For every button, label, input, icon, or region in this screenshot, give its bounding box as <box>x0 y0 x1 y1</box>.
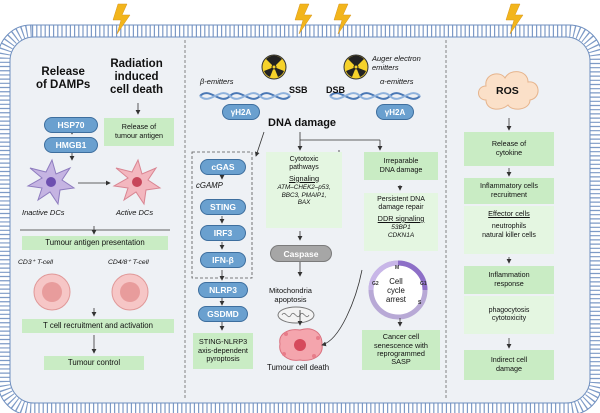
indirect-box: Indirect cell damage <box>464 350 554 380</box>
cell-membrane <box>0 25 600 413</box>
phago-box: phagocytosis cytotoxicity <box>464 296 554 334</box>
cell-cycle-icon <box>368 260 428 320</box>
h2a-left-pill: γH2A <box>222 104 260 120</box>
cytotoxic-label: Cytotoxic pathways <box>289 156 319 172</box>
tumour-death-label: Tumour cell death <box>267 363 330 372</box>
phago-label: phagocytosis cytotoxicity <box>488 306 530 322</box>
damps-title: Release of DAMPs <box>36 66 91 91</box>
t-cell-recruitment-box: T cell recruitment and activation <box>22 319 174 333</box>
nlrp3-pill: NLRP3 <box>198 282 248 298</box>
gsdmd-pill: GSDMD <box>198 306 248 322</box>
hsp70-pill: HSP70 <box>44 117 98 133</box>
ros-label: ROS <box>496 85 519 97</box>
effector-label: Effector cells <box>488 209 530 218</box>
irreparable-box: Irreparable DNA damage <box>364 152 438 180</box>
t-cell-icon <box>33 273 149 311</box>
inflammatory-box: Inflammatory cells recruitment <box>464 178 554 204</box>
signaling-label: Signaling <box>288 173 320 183</box>
tumour-control-box: Tumour control <box>44 356 144 370</box>
dna-strand-icon <box>199 92 421 100</box>
tumour-antigen-box: Release of tumour antigen <box>104 118 174 146</box>
phase-m: M <box>395 265 400 271</box>
persistent-label: Persistent DNA damage repair <box>377 196 425 212</box>
cgamp-label: cGAMP <box>196 181 223 190</box>
pyroptosis-box: STING-NLRP3 axis-dependent pyroptosis <box>193 333 253 369</box>
dna-damage-title: DNA damage <box>268 117 337 129</box>
radiation-icon <box>261 54 369 80</box>
caspase-pill: Caspase <box>270 245 332 262</box>
ddr-label: DDR signaling <box>377 213 425 223</box>
effector-list: neutrophils natural killer cells <box>482 223 536 239</box>
irf3-pill: IRF3 <box>200 225 246 241</box>
alpha-emitters-label: α-emitters <box>380 77 414 86</box>
mitochondria-icon <box>277 306 315 324</box>
beta-emitters-label: β-emitters <box>200 77 234 86</box>
cell-death-title: Radiation induced cell death <box>110 58 164 96</box>
antigen-presentation-box: Tumour antigen presentation <box>22 236 168 250</box>
phase-g1: G1 <box>420 281 427 287</box>
ssb-label: SSB <box>289 85 308 95</box>
active-dcs-label: Active DCs <box>116 208 154 217</box>
phase-s: S <box>418 300 422 306</box>
lightning-icon <box>112 3 524 35</box>
senescence-box: Cancer cell senescence with reprogrammed… <box>362 330 440 370</box>
persistent-box: Persistent DNA damage repair DDR signali… <box>364 193 438 251</box>
ros-cloud-icon <box>478 71 539 110</box>
auger-emitters-label: Auger electron emitters <box>372 54 421 72</box>
sting-pill: STING <box>200 199 246 215</box>
cell-cycle-label: Cell cycle arrest <box>386 277 406 304</box>
inflammation-box: Inflammation response <box>464 266 554 294</box>
cd48-label: CD4/8⁺ T-cell <box>108 259 149 266</box>
cytokine-box: Release of cytokine <box>464 132 554 166</box>
effector-box: Effector cells neutrophils natural kille… <box>464 206 554 254</box>
cytotoxic-box: Cytotoxic pathways Signaling ATM–CHEK2–p… <box>266 152 342 228</box>
dsb-label: DSB <box>326 85 346 95</box>
cd3-label: CD3⁺ T-cell <box>18 259 54 266</box>
inactive-dcs-label: Inactive DCs <box>22 208 65 217</box>
signaling-genes: ATM–CHEK2–p53, BBC3, PMAIP1, BAX <box>277 184 331 207</box>
ddr-genes: 53BP1 CDKN1A <box>387 224 415 239</box>
mitochondria-label: Mitochondria apoptosis <box>269 286 312 304</box>
h2a-right-pill: γH2A <box>376 104 414 120</box>
phase-g2: G2 <box>372 281 379 287</box>
dendritic-cell-icon <box>26 158 162 206</box>
tumour-cell-death-icon <box>279 328 323 361</box>
cgas-pill: cGAS <box>200 159 246 175</box>
hmgb1-pill: HMGB1 <box>44 137 98 153</box>
ifnb-pill: IFN-β <box>200 252 246 268</box>
